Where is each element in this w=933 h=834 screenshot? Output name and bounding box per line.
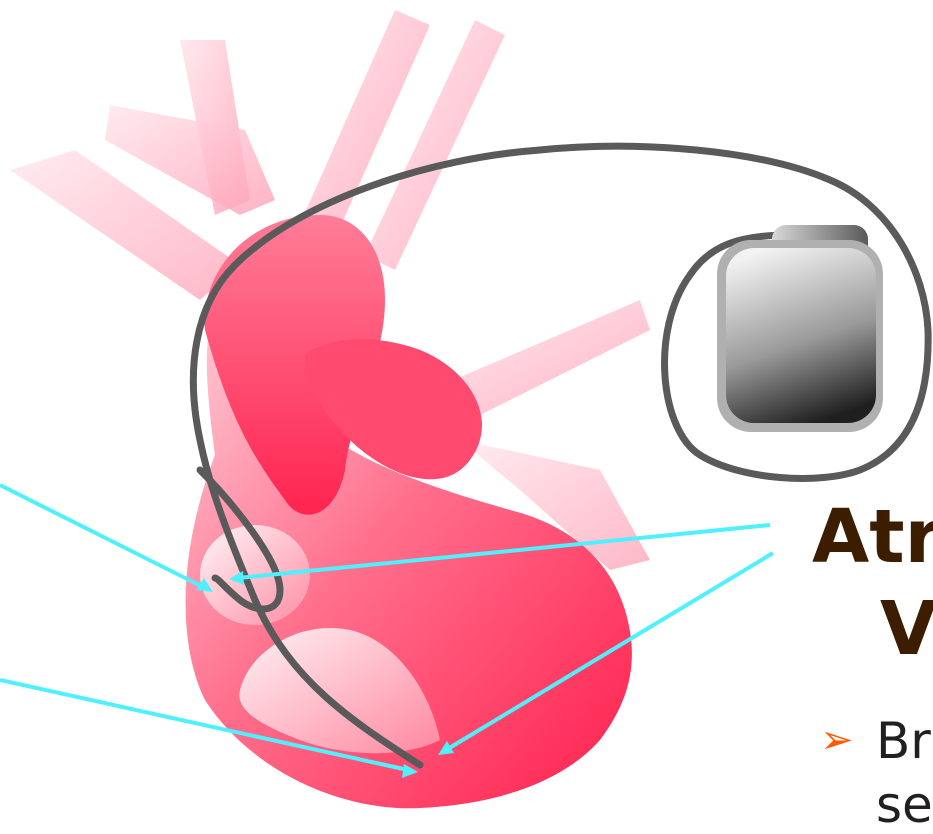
pacemaker-generator xyxy=(540,146,928,478)
arrow-left-upper xyxy=(0,485,205,588)
bullet-text-line-1: Br xyxy=(876,716,931,766)
bullet-arrow-icon: ➢ xyxy=(820,720,854,760)
heart-illustration xyxy=(10,10,650,808)
bullet-text-line-2: se xyxy=(876,780,933,830)
pacemaker-case xyxy=(726,248,876,423)
heading-line-1: Atr xyxy=(812,500,933,574)
heading-line-2: V xyxy=(880,592,933,666)
